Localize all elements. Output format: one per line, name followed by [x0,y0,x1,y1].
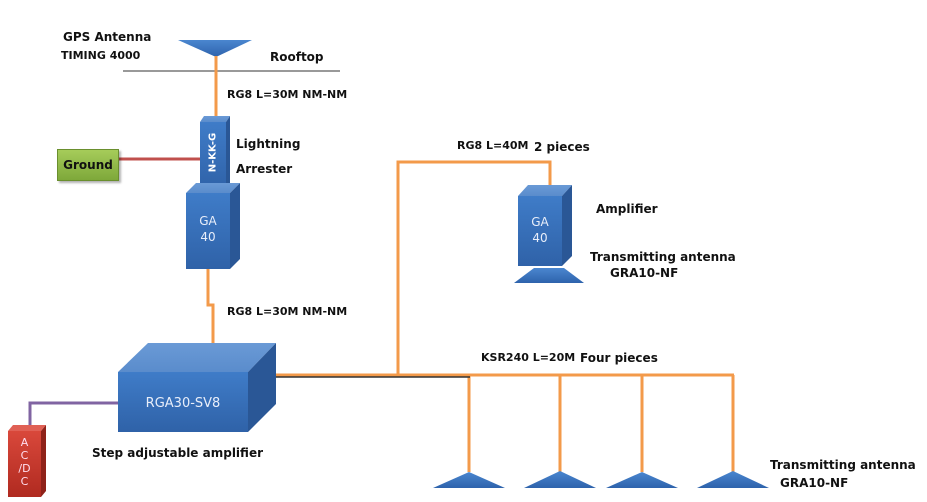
cable-bus-qty: Four pieces [580,351,658,365]
tx-antenna-lower-line2: GRA10-NF [780,476,849,490]
ground-box: Ground [57,149,119,181]
tx-antenna-lower-line1: Transmitting antenna [770,458,916,472]
rooftop-label: Rooftop [270,50,324,64]
power-wire [28,401,120,425]
main-amplifier-model: RGA30-SV8 [145,396,221,411]
tx-antenna-lower-3-icon [606,472,678,488]
power-supply-device [8,425,46,497]
main-amplifier-device [118,343,276,432]
ga40-right-line2: 40 [532,231,548,245]
power-supply-line3: /D [18,462,31,475]
lightning-arrester-device [200,116,230,190]
tx-antenna-upper-icon [514,268,584,283]
cable-middle-label: RG8 L=30M NM-NM [227,305,348,318]
ga40-right-line1: GA [531,215,549,229]
power-supply-label: A C /D C [8,436,41,488]
ga40-left-line1: GA [199,214,217,228]
tx-antenna-lower-2-icon [524,471,596,488]
cable-ga40-to-main-amp [206,268,215,343]
gps-antenna-title: GPS Antenna [63,30,152,44]
ga40-left-line2: 40 [200,230,216,244]
ga40-right-label: GA 40 [518,214,562,246]
power-supply-line4: C [20,475,29,488]
tx-antenna-upper-line1: Transmitting antenna [590,250,736,264]
cable-branch-spec: RG8 L=40M [457,139,529,152]
main-amplifier-caption: Step adjustable amplifier [92,446,263,460]
tx-antenna-lower-4-icon [697,471,769,488]
gps-antenna-icon [178,40,252,57]
cable-branch-to-upper-amp [396,160,552,375]
arrester-model-label: N-KK-G [207,132,219,173]
tx-antenna-lower-1-icon [433,472,505,488]
upper-amplifier-label: Amplifier [596,202,658,216]
gps-antenna-model: TIMING 4000 [61,49,141,62]
power-supply-line1: A [20,436,29,449]
power-supply-line2: C [20,449,29,462]
arrester-label-line2: Arrester [236,162,293,176]
cable-branch-qty: 2 pieces [534,140,590,154]
arrester-label-line1: Lightning [236,137,301,151]
ga40-left-label: GA 40 [186,213,230,245]
ga40-right-device [518,185,572,266]
ga40-left-device [186,183,240,269]
cable-bus-spec: KSR240 L=20M [481,351,576,364]
tx-antenna-upper-line2: GRA10-NF [610,266,679,280]
cable-top-label: RG8 L=30M NM-NM [227,88,348,101]
